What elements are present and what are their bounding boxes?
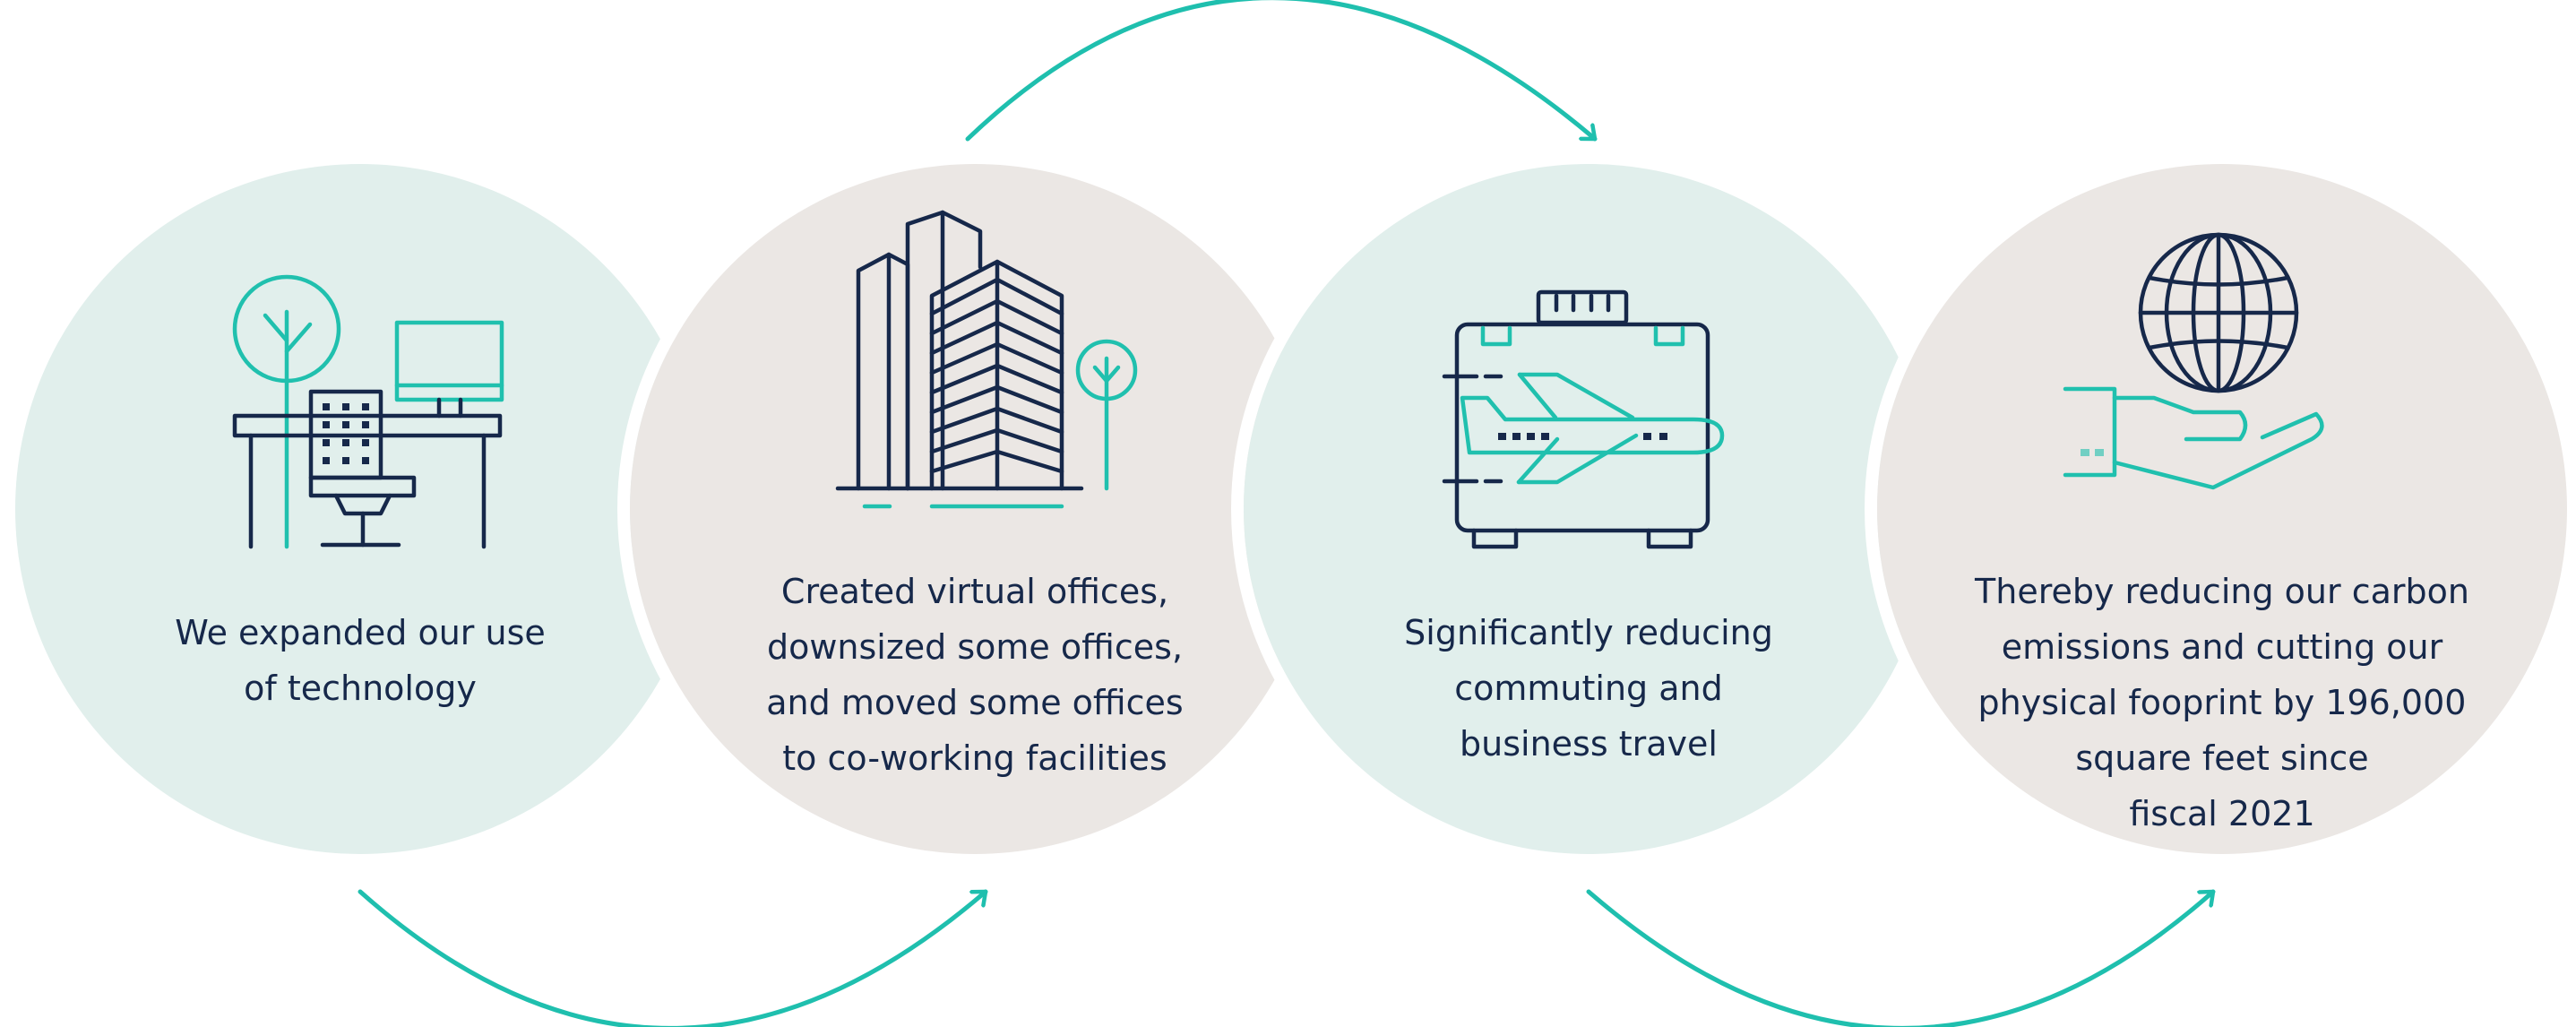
step-2-circle (630, 164, 1320, 854)
step-2-text: Created virtual offices, downsized some … (766, 572, 1184, 778)
hand-globe-icon (2063, 232, 2324, 490)
suitcase-airplane-icon (1442, 289, 1725, 549)
step-1-circle (15, 164, 705, 854)
step-4-text: Thereby reducing our carbon emissions an… (1975, 572, 2469, 833)
step-4-circle (1877, 164, 2567, 854)
step-3-circle (1244, 164, 1934, 854)
flow-arrow-2-to-3 (965, 0, 1598, 142)
city-buildings-icon (835, 210, 1138, 509)
flow-arrow-3-to-4 (1586, 889, 2216, 1027)
step-3-text: Significantly reducing commuting and bus… (1404, 613, 1773, 764)
flow-arrow-1-to-2 (358, 889, 988, 1027)
office-desk-icon (232, 274, 504, 549)
step-1-text: We expanded our use of technology (175, 613, 546, 708)
